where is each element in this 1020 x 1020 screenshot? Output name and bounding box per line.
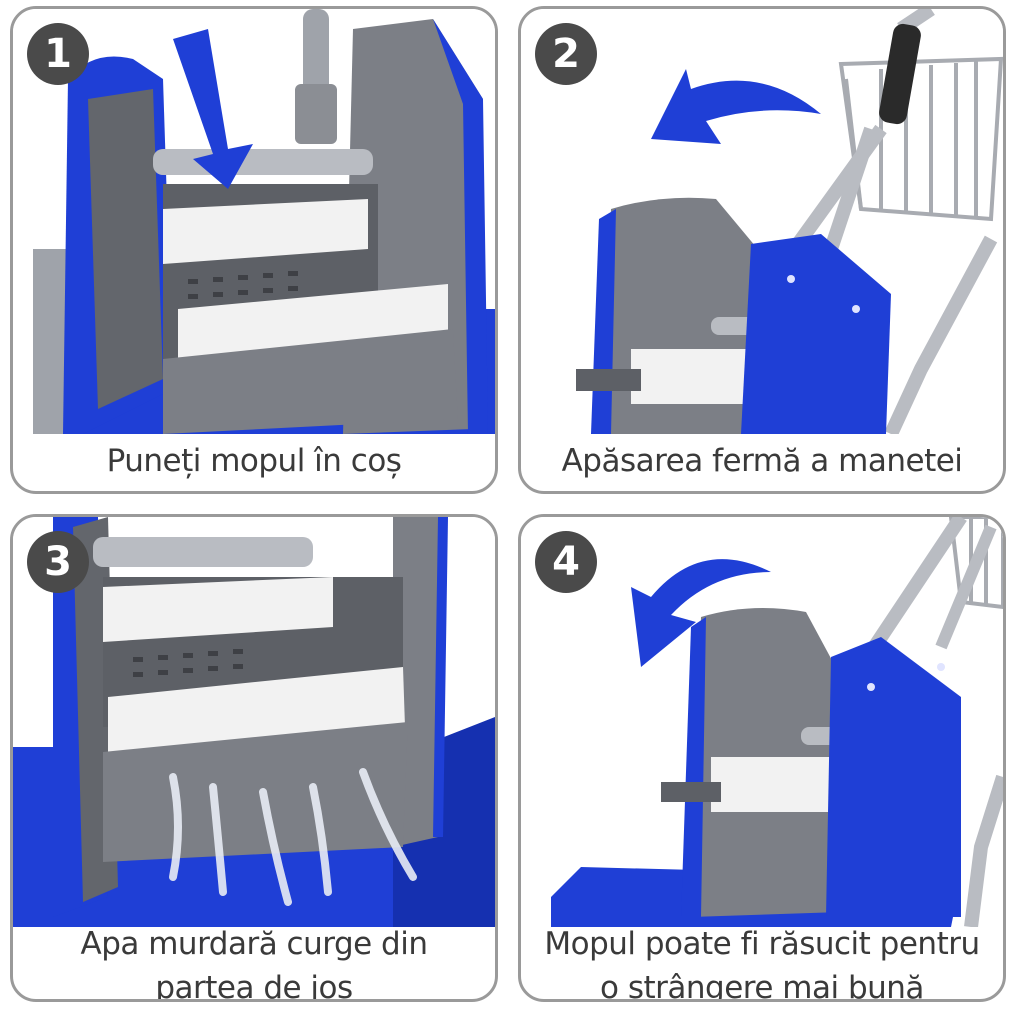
wringer-photo-insert-mop	[13, 9, 495, 434]
step-2-panel: 2 Apăsarea fermă a manetei	[518, 6, 1006, 494]
step-caption: Apăsarea fermă a manetei	[521, 439, 1003, 483]
caption-line-1: Apăsarea fermă a manetei	[561, 443, 963, 479]
step-caption: Apa murdară curge din partea de jos	[13, 922, 495, 1002]
step-number-badge: 2	[535, 23, 597, 85]
caption-line-1: Mopul poate fi răsucit pentru	[544, 926, 980, 962]
wringer-photo-water-drain	[13, 517, 495, 927]
step-number-badge: 3	[27, 531, 89, 593]
wringer-photo-twist-mop	[521, 517, 1003, 927]
wringer-photo-press-lever	[521, 9, 1003, 434]
step-1-panel: 1 Puneți mopul în coș	[10, 6, 498, 494]
caption-line-1: Apa murdară curge din	[80, 926, 428, 962]
step-caption: Puneți mopul în coș	[13, 439, 495, 483]
caption-line-2: partea de jos	[155, 970, 353, 1002]
step-4-panel: 4 Mopul poate fi răsucit pentru o strâng…	[518, 514, 1006, 1002]
step-number-badge: 4	[535, 531, 597, 593]
caption-line-1: Puneți mopul în coș	[106, 443, 402, 479]
step-caption: Mopul poate fi răsucit pentru o strânger…	[521, 922, 1003, 1002]
step-3-panel: 3 Apa murdară curge din partea de jos	[10, 514, 498, 1002]
step-number-badge: 1	[27, 23, 89, 85]
caption-line-2: o strângere mai bună	[600, 970, 924, 1002]
